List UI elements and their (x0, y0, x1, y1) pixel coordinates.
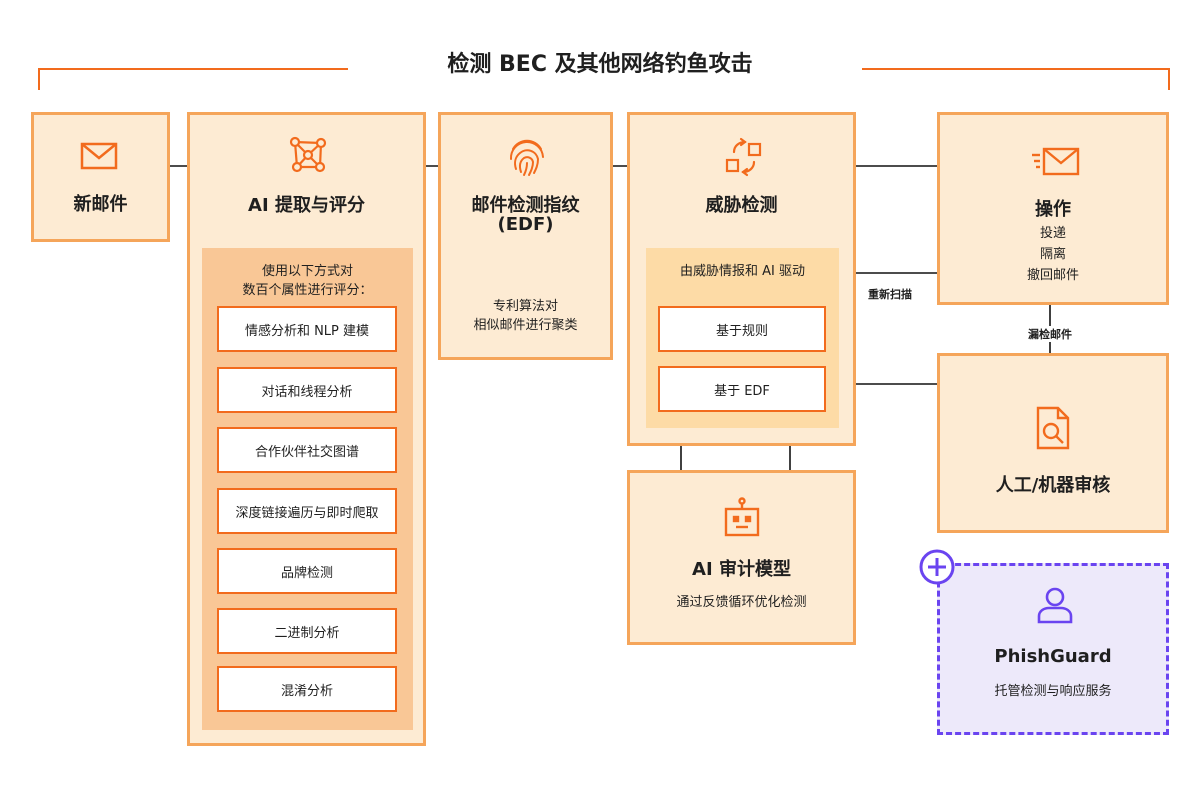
title-bracket-right (862, 68, 1170, 90)
threat-detection-card: 威胁检测 由威胁情报和 AI 驱动 基于规则 基于 EDF (627, 112, 856, 446)
action-item-recall: 撤回邮件 (1026, 268, 1079, 283)
ai-audit-card: AI 审计模型 通过反馈循环优化检测 (627, 470, 856, 645)
phishguard-title: PhishGuard (994, 646, 1112, 667)
network-graph-icon (289, 136, 327, 173)
scoring-panel-text: 使用以下方式对 数百个属性进行评分： (242, 264, 373, 298)
threat-detection-title: 威胁检测 (705, 195, 778, 216)
action-item-deliver: 投递 (1039, 226, 1066, 241)
rule-based-item: 基于规则 (658, 306, 826, 352)
ai-extract-title: AI 提取与评分 (248, 195, 365, 216)
rescan-label: 重新扫描 (868, 288, 912, 301)
method-item: 深度链接遍历与即时爬取 (217, 488, 397, 534)
threat-intel-panel: 由威胁情报和 AI 驱动 基于规则 基于 EDF (646, 248, 839, 428)
method-item: 合作伙伴社交图谱 (217, 427, 397, 473)
fingerprint-card: 邮件检测指纹 (EDF) 专利算法对 相似邮件进行聚类 (438, 112, 613, 360)
fingerprint-title-line2: (EDF) (497, 214, 554, 235)
edf-based-item: 基于 EDF (658, 366, 826, 412)
plus-circle-icon (919, 549, 955, 585)
method-item: 二进制分析 (217, 608, 397, 654)
method-item: 品牌检测 (217, 548, 397, 594)
robot-icon (724, 497, 760, 537)
action-card: 操作 投递 隔离 撤回邮件 (937, 112, 1169, 305)
method-item: 混淆分析 (217, 666, 397, 712)
method-item: 对话和线程分析 (217, 367, 397, 413)
new-mail-label: 新邮件 (73, 194, 128, 215)
envelope-icon (80, 142, 118, 170)
ai-extract-card: AI 提取与评分 使用以下方式对 数百个属性进行评分： 情感分析和 NLP 建模… (187, 112, 426, 746)
review-card: 人工/机器审核 (937, 353, 1169, 533)
review-title: 人工/机器审核 (995, 475, 1111, 496)
scoring-panel: 使用以下方式对 数百个属性进行评分： 情感分析和 NLP 建模 对话和线程分析 … (202, 248, 413, 730)
phishguard-card: PhishGuard 托管检测与响应服务 (937, 563, 1169, 735)
ai-audit-title: AI 审计模型 (692, 559, 791, 580)
fingerprint-desc-line1: 专利算法对 (492, 299, 558, 314)
threat-intel-text: 由威胁情报和 AI 驱动 (680, 264, 805, 279)
fingerprint-icon (509, 139, 544, 176)
send-mail-icon (1032, 147, 1080, 176)
fingerprint-desc-line2: 相似邮件进行聚类 (473, 318, 578, 333)
page-title: 检测 BEC 及其他网络钓鱼攻击 (447, 52, 753, 77)
title-bracket-left (38, 68, 348, 90)
method-item: 情感分析和 NLP 建模 (217, 306, 397, 352)
ai-audit-desc: 通过反馈循环优化检测 (676, 595, 807, 610)
document-search-icon (1036, 406, 1070, 450)
phishguard-desc: 托管检测与响应服务 (994, 684, 1112, 699)
action-item-quarantine: 隔离 (1039, 247, 1066, 262)
fingerprint-title-line1: 邮件检测指纹 (471, 195, 580, 216)
new-mail-card: 新邮件 (31, 112, 170, 242)
user-icon (1037, 587, 1073, 624)
refresh-cycle-icon (725, 137, 762, 177)
action-title: 操作 (1035, 199, 1071, 220)
missed-mail-label: 漏检邮件 (1028, 326, 1088, 342)
